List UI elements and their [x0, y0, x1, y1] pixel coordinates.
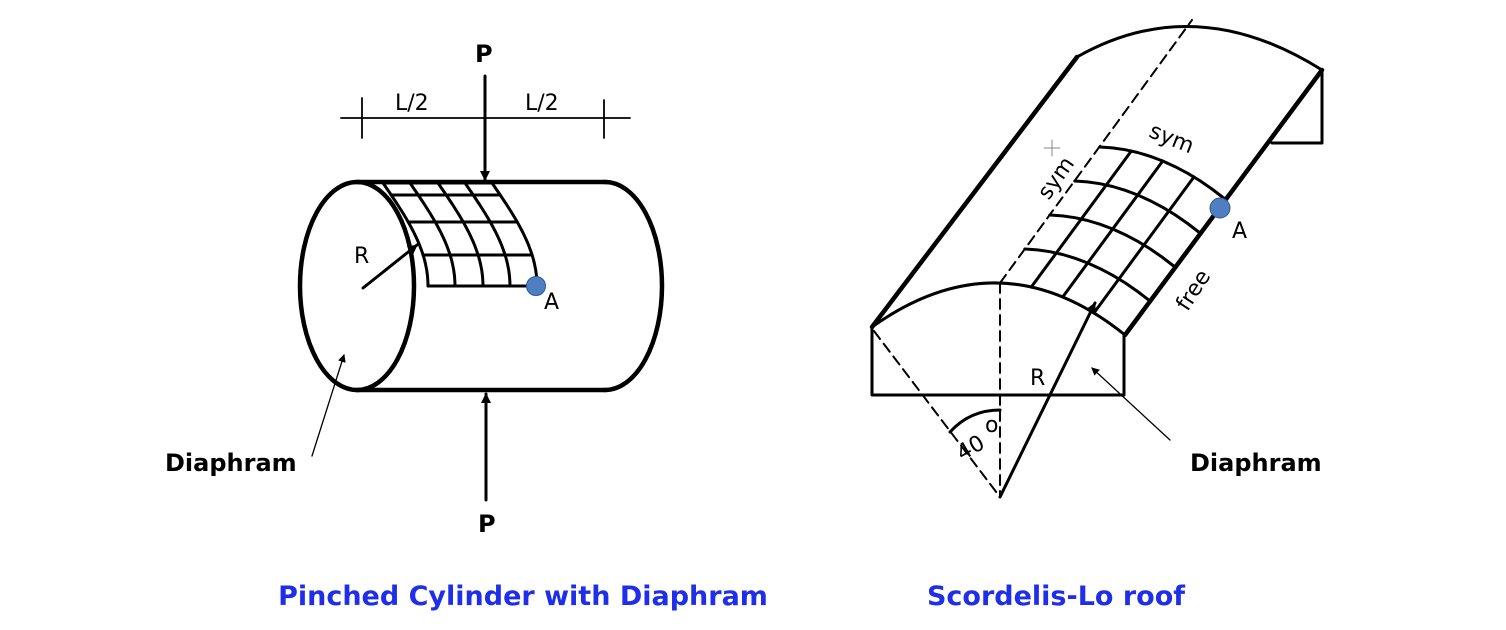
diaphragm-leader — [311, 354, 346, 457]
mesh-long-line — [1029, 149, 1133, 289]
degree-symbol: o — [985, 413, 998, 438]
diaphragm-label: Diaphram — [165, 449, 297, 477]
sym-long-label: sym — [1033, 152, 1080, 204]
angle-label: 40 — [953, 431, 990, 467]
mesh-arc-line — [1073, 179, 1202, 235]
mesh-meridian-line — [436, 181, 485, 288]
point-a-marker — [1209, 197, 1231, 219]
radius-label: R — [354, 244, 369, 269]
mesh-meridian-line — [408, 181, 457, 288]
diaphragm-leader — [1091, 367, 1171, 441]
load-p-top-label: P — [475, 40, 493, 68]
cylinder-mesh — [381, 181, 539, 288]
mesh-arc-line — [1098, 145, 1227, 201]
right-caption: Scordelis-Lo roof — [927, 581, 1185, 612]
free-edge-label: free — [1172, 265, 1217, 315]
sym-arc-label: sym — [1145, 119, 1197, 159]
radius-arrow — [998, 301, 1097, 499]
point-a-label: A — [544, 290, 559, 315]
point-a-label: A — [1232, 219, 1247, 244]
point-a-marker — [526, 276, 546, 296]
diaphragm-label: Diaphram — [1190, 449, 1322, 477]
mesh-arc-line — [1048, 213, 1177, 269]
radius-label: R — [1030, 366, 1045, 391]
mesh-long-line — [1061, 159, 1165, 299]
half-length-right-label: L/2 — [525, 91, 559, 116]
dashed-construction-lines — [873, 19, 1193, 498]
scordelis-lo-figure: R 40 o sym sym free A Diaphram Scordelis… — [869, 19, 1325, 612]
mesh-arc-line — [1023, 247, 1152, 303]
load-p-bottom-label: P — [478, 510, 496, 538]
roof-mesh — [1023, 145, 1227, 315]
pinched-cylinder-figure: P L/2 L/2 R A Diaphram P Pinched Cylinde… — [165, 40, 768, 612]
dimension-line — [340, 97, 631, 139]
roof-outline — [869, 24, 1325, 397]
radius-arrow — [361, 243, 419, 290]
mesh-meridian-line — [381, 181, 430, 288]
crosshair-cursor-icon — [1043, 139, 1061, 157]
mesh-long-line — [1092, 175, 1196, 315]
mesh-meridian-line — [463, 181, 512, 288]
half-length-left-label: L/2 — [395, 91, 429, 116]
mesh-meridian-line — [490, 181, 539, 288]
angle-arc — [948, 408, 1002, 434]
left-caption: Pinched Cylinder with Diaphram — [278, 581, 768, 612]
